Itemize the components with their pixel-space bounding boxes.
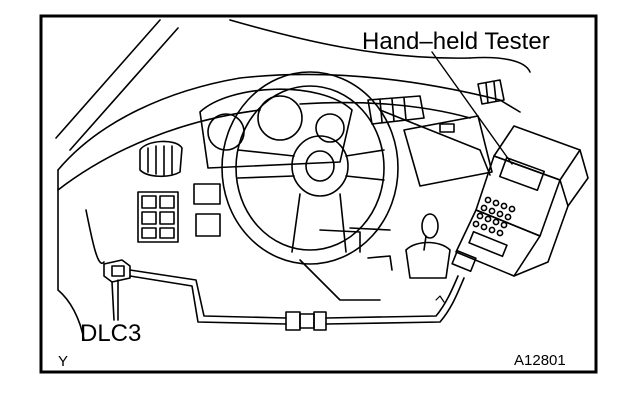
tester-cable <box>129 269 465 331</box>
corner-mark: Y <box>58 353 69 370</box>
dlc3-label: DLC3 <box>80 320 142 347</box>
figure-code: A12801 <box>514 352 566 369</box>
steering-wheel <box>221 71 399 265</box>
hand-held-tester-label: Hand–held Tester <box>362 28 550 55</box>
dlc3-connector <box>103 259 131 321</box>
figure-frame <box>39 14 598 374</box>
switch-panel <box>137 183 221 243</box>
tester-keypad <box>472 196 516 237</box>
dashboard <box>57 73 521 341</box>
right-air-vent <box>367 79 505 125</box>
glove-box <box>403 115 493 187</box>
hand-held-tester <box>451 125 589 277</box>
center-console-shifter <box>319 213 451 279</box>
left-air-vent <box>139 140 183 178</box>
cable-clip <box>435 295 445 303</box>
tester-leader-line <box>431 51 513 165</box>
